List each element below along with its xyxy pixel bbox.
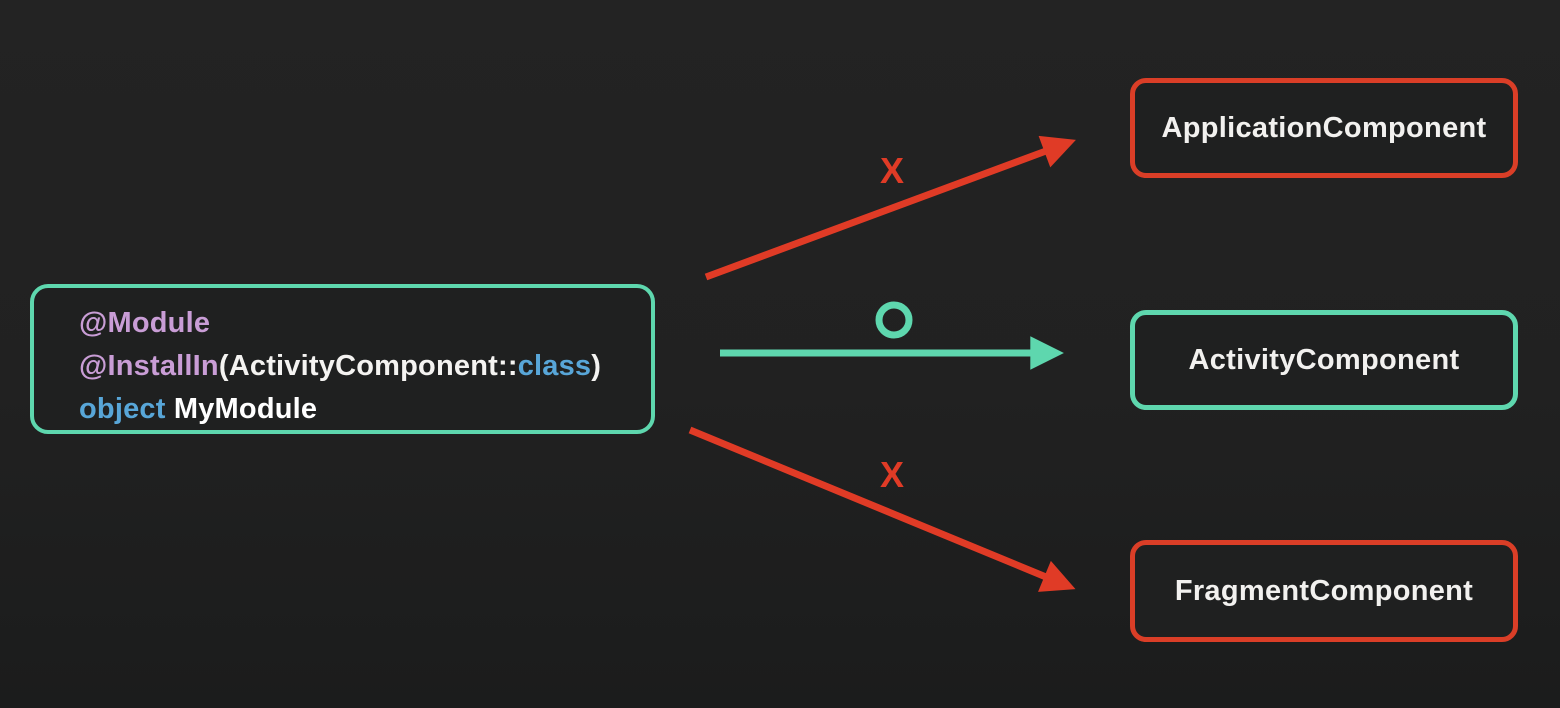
class-keyword: class: [517, 350, 592, 382]
arrow-to-application-component: [704, 135, 1076, 281]
allowed-circle-icon: [875, 301, 913, 339]
object-keyword: object: [79, 393, 166, 425]
arrow-to-fragment-component: [688, 426, 1076, 592]
installin-annotation: @InstallIn: [79, 350, 219, 382]
module-code-box: @Module @InstallIn(ActivityComponent::cl…: [30, 284, 655, 434]
application-component-label: ApplicationComponent: [1161, 111, 1487, 144]
paren-close: ): [591, 350, 602, 382]
double-colon: ::: [497, 350, 518, 382]
activity-component-label: ActivityComponent: [1188, 343, 1460, 376]
paren-open: (: [218, 350, 229, 382]
fragment-component-box: FragmentComponent: [1130, 540, 1518, 642]
fragment-component-label: FragmentComponent: [1174, 574, 1474, 607]
module-annotation: @Module: [79, 307, 211, 339]
rejected-x-mark-top: X: [879, 150, 905, 191]
code-line-module-annotation: @Module: [79, 302, 631, 345]
application-component-box: ApplicationComponent: [1130, 78, 1518, 178]
activity-component-box: ActivityComponent: [1130, 310, 1518, 410]
code-line-installin-annotation: @InstallIn(ActivityComponent::class): [79, 345, 631, 388]
rejected-x-mark-bottom: X: [879, 454, 905, 495]
module-name: MyModule: [173, 393, 318, 425]
component-type-name: ActivityComponent: [228, 350, 498, 382]
code-line-object-declaration: object MyModule: [79, 388, 631, 431]
